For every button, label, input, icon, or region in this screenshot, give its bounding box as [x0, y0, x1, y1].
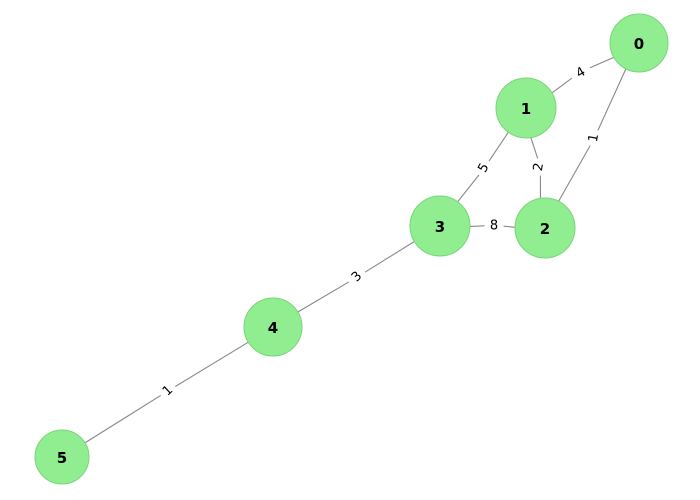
edge-weight-label: 8: [490, 219, 498, 234]
edge-weight-label: 5: [475, 161, 492, 176]
graph-edge: [365, 240, 416, 273]
graph-edge: [488, 130, 510, 162]
graph-edge: [503, 225, 517, 228]
node-circle[interactable]: [609, 13, 669, 73]
node-label: 1: [521, 100, 531, 118]
edge-weight-label: 4: [574, 64, 589, 81]
node-label: 2: [540, 220, 550, 238]
graph-node[interactable]: 1: [495, 77, 557, 139]
node-circle[interactable]: [34, 429, 90, 485]
edge-weight-label: 2: [531, 162, 547, 173]
node-label: 0: [634, 35, 644, 53]
nodes-layer: 0 1 2 3 4 5: [34, 13, 669, 485]
node-label: 3: [435, 218, 445, 236]
graph-edge: [589, 56, 616, 69]
graph-node[interactable]: 5: [34, 429, 90, 485]
node-label: 4: [268, 319, 278, 337]
graph-edge: [597, 67, 627, 131]
graph-edge: [456, 174, 480, 204]
edge-weight-label: 1: [160, 383, 176, 400]
graph-node[interactable]: 0: [609, 13, 669, 73]
graph-node[interactable]: 2: [514, 197, 576, 259]
graph-edge: [557, 145, 591, 203]
graph-node[interactable]: 3: [409, 195, 471, 257]
node-circle[interactable]: [243, 297, 303, 357]
node-circle[interactable]: [409, 195, 471, 257]
node-circle[interactable]: [514, 197, 576, 259]
node-label: 5: [57, 449, 67, 467]
graph-edge: [468, 225, 485, 228]
graph-edge: [175, 341, 250, 387]
edges-layer: [83, 56, 627, 444]
edge-weight-label: 3: [349, 269, 365, 286]
graph-node[interactable]: 4: [243, 297, 303, 357]
node-circle[interactable]: [495, 77, 557, 139]
graph-edge: [529, 136, 539, 159]
edge-weight-label: 1: [586, 133, 602, 144]
graph-edge: [550, 77, 573, 95]
graph-edge: [296, 281, 349, 314]
graph-edge: [83, 395, 161, 444]
